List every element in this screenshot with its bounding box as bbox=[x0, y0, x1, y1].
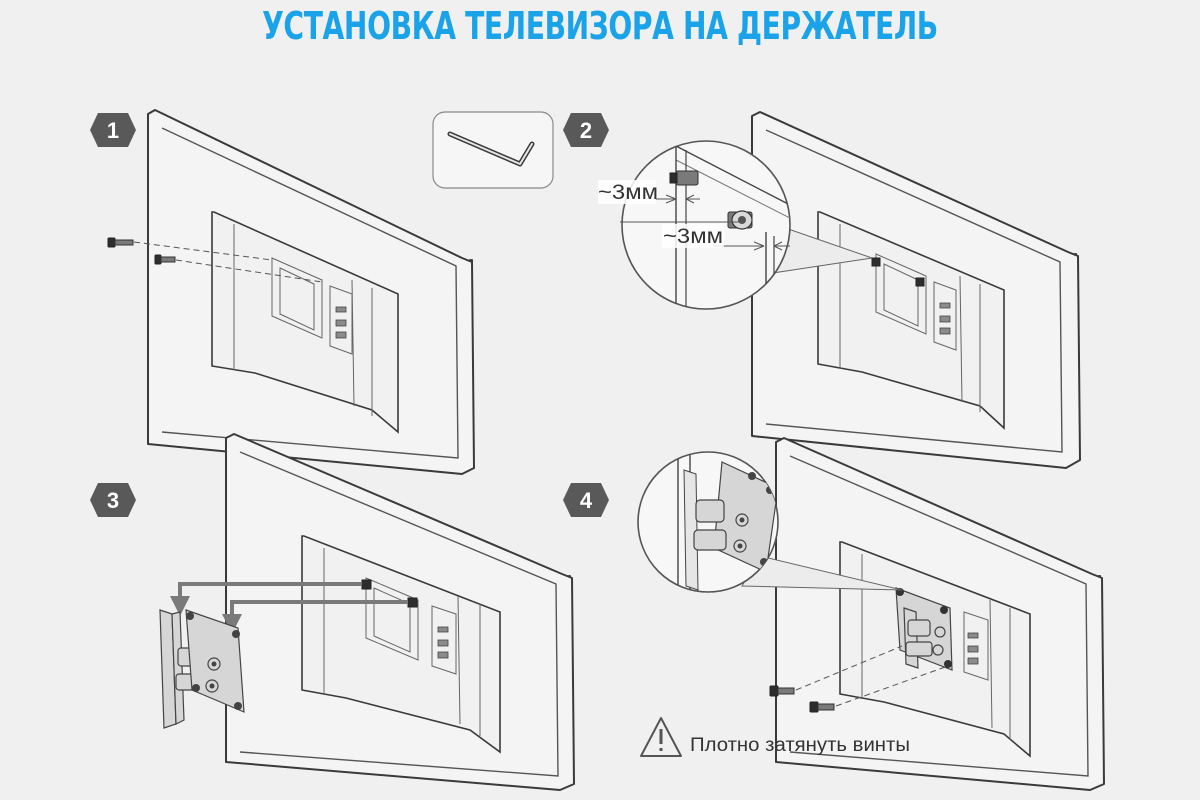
screw-icon bbox=[361, 579, 372, 590]
step-1-illustration bbox=[107, 109, 475, 475]
step-badge-2: 2 bbox=[563, 113, 609, 147]
warning-triangle-icon bbox=[640, 717, 682, 757]
step-badge-3: 3 bbox=[90, 483, 136, 517]
step-4-illustration bbox=[637, 437, 1105, 791]
warning-text: Плотно затянуть винты bbox=[690, 735, 910, 756]
screw-icon bbox=[107, 237, 134, 248]
step-3-illustration bbox=[159, 433, 575, 791]
gap-dimension-lower: ~3мм bbox=[663, 225, 723, 248]
step-2-illustration: ~3мм ~3мм bbox=[598, 111, 1081, 469]
svg-text:2: 2 bbox=[580, 118, 592, 143]
screw-icon bbox=[871, 257, 881, 267]
warning-note: Плотно затянуть винты bbox=[640, 717, 910, 757]
screw-icon bbox=[809, 701, 835, 713]
screw-icon bbox=[769, 685, 795, 697]
step-badge-4: 4 bbox=[563, 483, 609, 517]
svg-text:4: 4 bbox=[580, 488, 593, 513]
screw-icon bbox=[915, 277, 925, 287]
wall-bracket-icon bbox=[159, 609, 245, 729]
mounted-bracket-icon bbox=[895, 587, 953, 671]
tool-box bbox=[432, 111, 554, 189]
page-title: УСТАНОВКА ТЕЛЕВИЗОРА НА ДЕРЖАТЕЛЬ bbox=[262, 4, 938, 48]
svg-text:1: 1 bbox=[107, 118, 119, 143]
allen-key-icon bbox=[447, 131, 535, 167]
zoom-detail bbox=[637, 451, 779, 593]
step-badge-1: 1 bbox=[90, 113, 136, 147]
gap-dimension-upper: ~3мм bbox=[598, 181, 658, 204]
screw-icon bbox=[407, 597, 418, 608]
svg-text:3: 3 bbox=[107, 488, 119, 513]
screw-icon bbox=[154, 254, 176, 265]
